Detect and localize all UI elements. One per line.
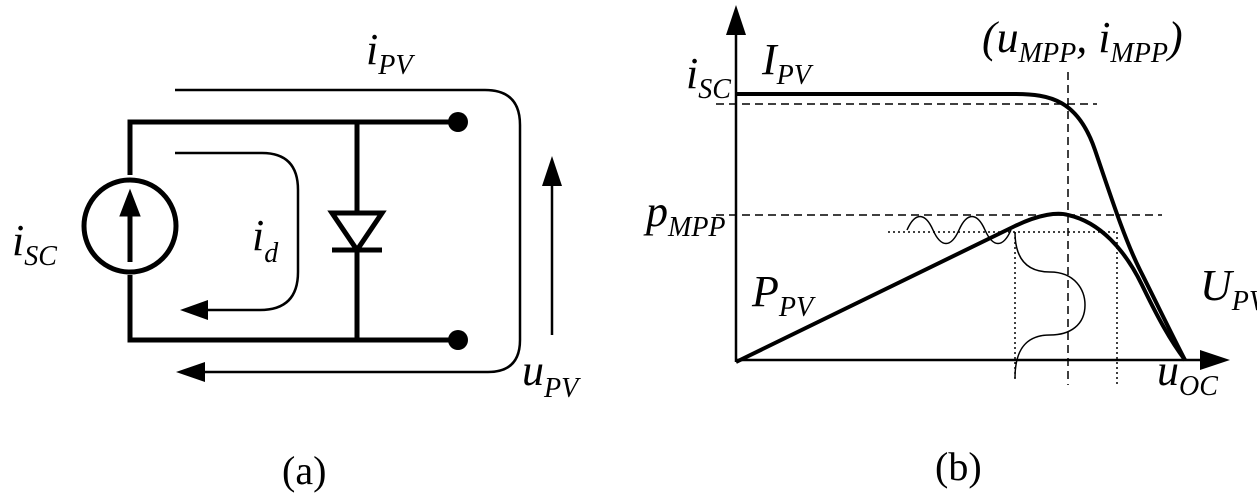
pv-power-curve <box>735 211 1187 364</box>
mpp-label: (uMPP, iMPP) <box>982 13 1183 69</box>
diode-symbol <box>327 210 387 255</box>
u-pv-label: uPV <box>522 346 581 404</box>
pmpp-axis-label: pMPP <box>643 187 726 243</box>
uoc-label: uOC <box>1157 346 1218 402</box>
circuit-wire-bottom <box>127 275 458 343</box>
terminal-top <box>448 112 468 132</box>
i-d-label: id <box>252 211 279 269</box>
x-axis-arrowhead <box>1200 350 1230 370</box>
circuit-panel-a <box>81 88 562 382</box>
terminal-bottom <box>448 330 468 350</box>
i-sc-label: iSC <box>12 216 57 272</box>
caption-a: (a) <box>282 448 326 493</box>
pv-curve-label: PPV <box>751 267 816 323</box>
current-source-symbol <box>81 177 179 275</box>
caption-b: (b) <box>935 444 982 489</box>
i-pv-loop-arrowhead <box>176 362 205 382</box>
i-pv-loop-arrow <box>175 88 522 374</box>
voltage-axis-label: UPV <box>1200 261 1257 317</box>
circuit-wire-top <box>127 119 458 175</box>
isc-axis-label: iSC <box>686 49 731 105</box>
iv-curve <box>736 92 1187 361</box>
characteristic-panel-b <box>716 5 1230 385</box>
iv-curve-label: IPV <box>761 35 814 91</box>
y-axis-arrowhead <box>726 5 746 35</box>
dither-wave-vertical <box>1014 231 1086 379</box>
i-d-loop-arrow <box>175 151 300 312</box>
u-pv-voltage-arrowhead <box>542 156 562 186</box>
i-pv-label: iPV <box>366 25 415 81</box>
current-source-arrow-head <box>119 188 141 217</box>
dither-wave-horizontal <box>906 215 1012 245</box>
i-d-loop-arrowhead <box>180 300 208 320</box>
